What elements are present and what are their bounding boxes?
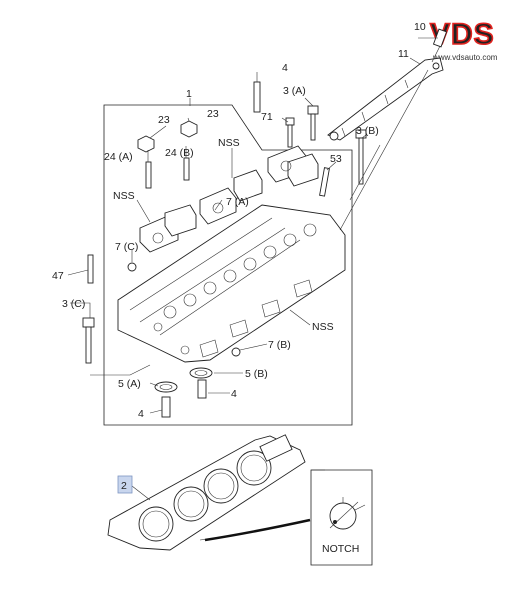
callout-4-bottom: 4: [138, 408, 144, 420]
cylinder-head-1: [117, 204, 346, 363]
callout-4-top: 4: [282, 62, 288, 74]
bolt-10: [431, 28, 448, 63]
callout-24a: 24 (A): [104, 151, 133, 163]
callout-5b: 5 (B): [245, 368, 268, 380]
callout-3c: 3 (C): [62, 298, 85, 310]
callout-2-highlight: [117, 475, 133, 494]
callout-1: 1: [186, 88, 192, 100]
callout-nss-left: NSS: [113, 190, 135, 202]
callout-7a: 7 (A): [226, 196, 249, 208]
callout-4-right: 4: [231, 388, 237, 400]
callout-nss-right: NSS: [312, 321, 334, 333]
notch-inset: NOTCH: [310, 469, 373, 566]
logo-url: www.vdsauto.com: [432, 53, 498, 62]
bracket-11: [327, 57, 444, 141]
callout-5a: 5 (A): [118, 378, 141, 390]
callout-11: 11: [398, 48, 409, 60]
callout-23-right: 23: [207, 108, 219, 120]
callout-7c: 7 (C): [115, 241, 138, 253]
assembly-frame: [103, 104, 353, 426]
callout-71: 71: [261, 111, 273, 123]
callout-3a: 3 (A): [283, 85, 306, 97]
callout-23-left: 23: [158, 114, 170, 126]
callout-labels: 1 10 11 4 3 (A) 23 23 71 3 (B) 24 (A) 24…: [52, 21, 426, 494]
studs-bolts: [82, 81, 367, 418]
callout-3b: 3 (B): [356, 125, 379, 137]
callout-24b: 24 (B): [165, 147, 194, 159]
callout-nss-top: NSS: [218, 137, 240, 149]
head-gasket-2: [107, 434, 311, 551]
notch-label: NOTCH: [322, 543, 359, 555]
callout-2: 2: [121, 480, 127, 492]
callout-10: 10: [414, 21, 426, 33]
callout-53: 53: [330, 153, 342, 165]
leader-lines: [67, 37, 438, 501]
callout-7b: 7 (B): [268, 339, 291, 351]
vds-logo: VDS www.vdsauto.com: [429, 17, 498, 62]
callout-47: 47: [52, 270, 64, 282]
